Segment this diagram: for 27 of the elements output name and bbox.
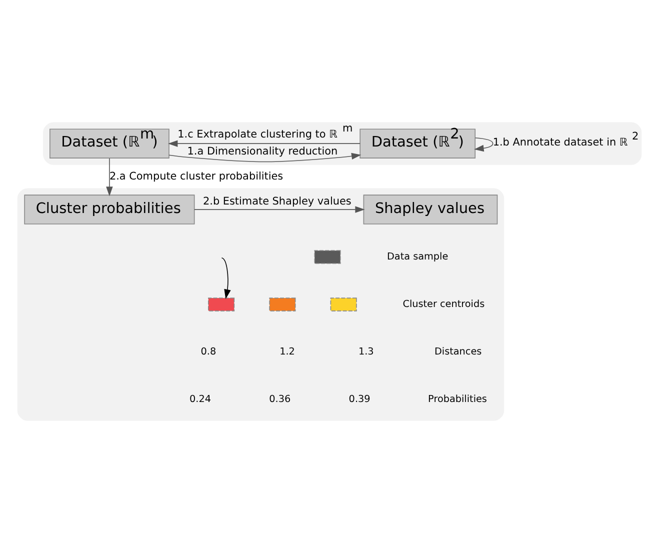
label: 0.24 [190,393,211,404]
arrow [221,256,231,299]
node-box: Cluster probabilities [24,194,195,224]
arrow [106,157,113,196]
label: Cluster centroids [402,298,485,310]
edge-label: 2.a Compute cluster probabilities [109,170,284,182]
node-box [330,297,357,311]
label: Distances [434,346,482,357]
node-box [269,297,296,311]
arrow [168,140,360,146]
label: 0.36 [269,393,291,404]
label: 1.3 [358,346,374,357]
arrow [194,206,365,212]
edge-label: 2.b Estimate Shapley values [202,194,352,207]
label: Probabilities [428,393,487,404]
node-box: Shapley values [363,194,498,224]
cluster [17,188,504,420]
arrow [168,152,362,162]
arrow [474,137,494,152]
cluster [43,122,642,164]
label: 0.39 [348,393,370,404]
label: 1.2 [280,346,295,357]
node-box [208,297,235,311]
edge-label: 1.a Dimensionality reduction [187,144,338,157]
label: Data sample [387,251,448,262]
label: 0.8 [200,346,216,357]
node-box [314,250,341,264]
